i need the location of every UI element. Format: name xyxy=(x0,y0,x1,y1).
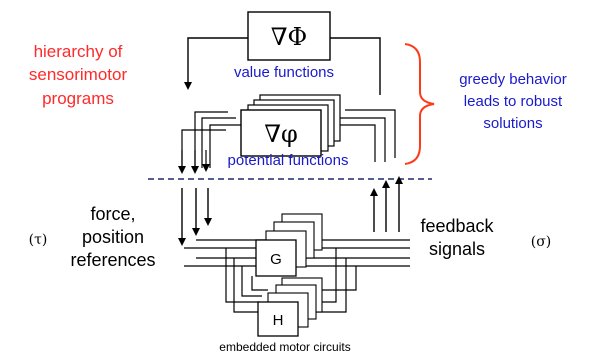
h-box-front xyxy=(257,301,299,337)
nabla-phi-symbol: ∇φ xyxy=(264,120,298,148)
drop-line-1 xyxy=(225,248,260,303)
potential-function-stack: ∇φ potential functions xyxy=(181,94,396,170)
motor-circuit-network: G H xyxy=(184,213,410,337)
stack-loop-3 xyxy=(209,124,244,168)
nabla-capital-phi-symbol: ∇Φ xyxy=(271,23,307,51)
force-label-line-2: position xyxy=(82,227,144,247)
rise-line-3 xyxy=(318,266,357,291)
drop-line-4 xyxy=(251,276,268,291)
stack-loop-1 xyxy=(194,111,228,170)
value-functions-label: value functions xyxy=(234,64,334,81)
g-block-label: G xyxy=(270,251,282,268)
embedded-motor-circuits-caption: embedded motor circuits xyxy=(219,340,350,354)
force-label-line-1: force, xyxy=(90,204,135,224)
value-function-block: ∇Φ value functions xyxy=(184,11,381,95)
g-box-front xyxy=(255,239,297,277)
h-block-label: H xyxy=(273,312,284,329)
feedback-label-line-2: signals xyxy=(429,239,485,259)
potential-box-front xyxy=(240,109,322,157)
curly-brace xyxy=(404,43,435,165)
stack-loop-6 xyxy=(337,117,386,162)
stack-loop-7 xyxy=(330,124,376,162)
drop-line-2 xyxy=(233,258,258,313)
stack-loop-2 xyxy=(201,117,236,168)
value-function-box xyxy=(247,11,331,61)
stack-loop-5 xyxy=(345,109,396,158)
stack-loop-4 xyxy=(181,129,226,168)
drop-line-3 xyxy=(241,266,262,297)
value-loop-right xyxy=(330,37,381,95)
hierarchy-title-line-1: hierarchy of xyxy=(34,42,123,61)
force-label-line-3: references xyxy=(70,250,155,270)
greedy-note-line-1: greedy behavior xyxy=(459,71,567,88)
reference-arrows xyxy=(178,150,212,246)
tau-symbol: (τ) xyxy=(29,232,48,248)
potential-functions-label: potential functions xyxy=(228,152,349,169)
feedback-arrows xyxy=(370,176,403,232)
feedback-label-line-1: feedback xyxy=(420,216,494,236)
greedy-note-line-3: solutions xyxy=(483,115,542,132)
hierarchy-title-line-3: programs xyxy=(42,89,114,108)
hierarchy-title-line-2: sensorimotor xyxy=(29,65,128,84)
greedy-note-line-2: leads to robust xyxy=(464,93,563,110)
value-loop-left xyxy=(184,37,248,90)
sigma-symbol: (σ) xyxy=(531,234,551,250)
